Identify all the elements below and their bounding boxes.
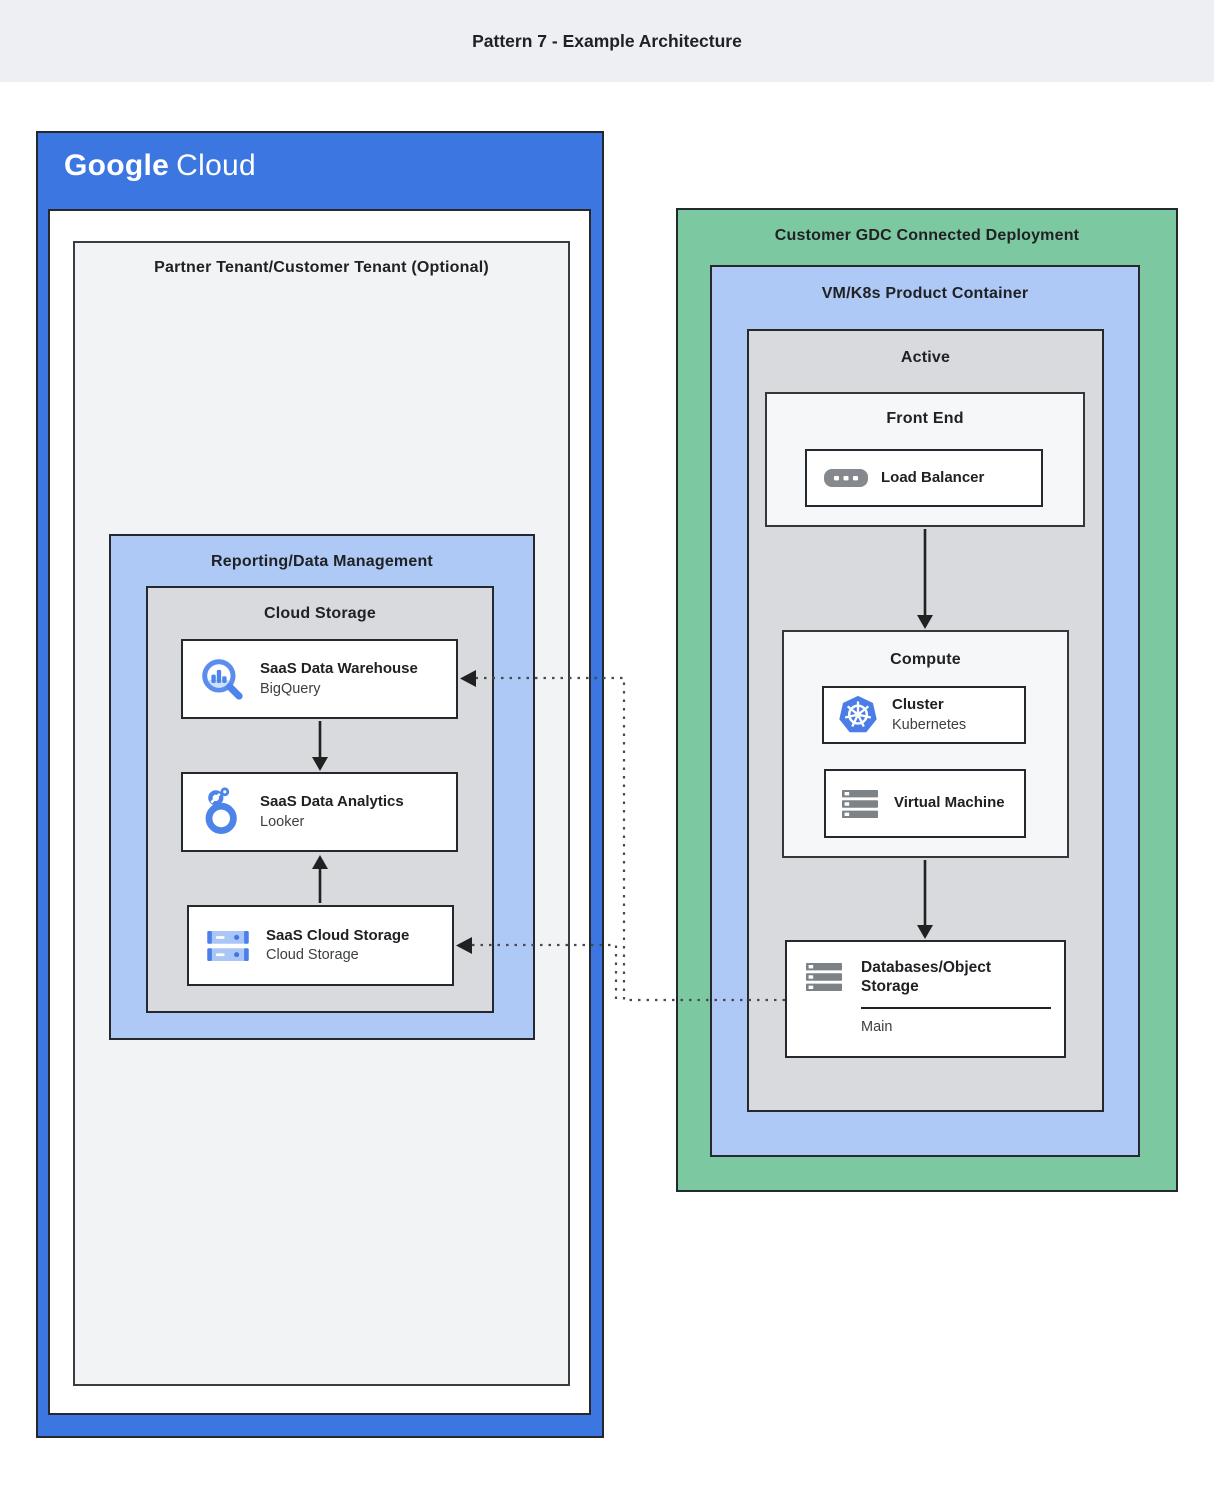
- looker-icon: [196, 786, 248, 838]
- vm-k8s-container-title: VM/K8s Product Container: [821, 285, 1029, 302]
- saas-data-analytics-card: SaaS Data Analytics Looker: [181, 772, 458, 852]
- saas-data-warehouse-card: SaaS Data Warehouse BigQuery: [181, 639, 458, 719]
- virtual-machine-icon: [836, 789, 884, 819]
- compute-title: Compute: [890, 651, 961, 668]
- load-balancer-card: Load Balancer: [805, 449, 1043, 507]
- cluster-subtitle: Kubernetes: [892, 716, 967, 733]
- active-title: Active: [900, 349, 951, 366]
- front-end-title: Front End: [886, 410, 964, 427]
- partner-tenant-title: Partner Tenant/Customer Tenant (Optional…: [154, 259, 489, 276]
- analytics-subtitle: Looker: [260, 813, 305, 830]
- bigquery-icon: [196, 654, 248, 704]
- saas-storage-title: SaaS Cloud Storage: [266, 926, 410, 944]
- saas-storage-subtitle: Cloud Storage: [266, 947, 359, 964]
- cluster-title: Cluster: [892, 696, 944, 714]
- cloud-storage-group-title: Cloud Storage: [264, 605, 376, 622]
- page-title: Pattern 7 - Example Architecture: [472, 30, 742, 51]
- saas-cloud-storage-card: SaaS Cloud Storage Cloud Storage: [187, 905, 454, 986]
- databases-object-storage-card: Databases/Object Storage Main: [785, 940, 1066, 1058]
- databases-title: Databases/Object Storage: [861, 959, 992, 996]
- gdc-title: Customer GDC Connected Deployment: [774, 227, 1080, 244]
- cloud-storage-icon: [202, 929, 254, 963]
- database-storage-icon: [803, 962, 845, 992]
- databases-main-label: Main: [861, 1018, 893, 1035]
- title-bar: Pattern 7 - Example Architecture: [0, 0, 1214, 82]
- virtual-machine-card: Virtual Machine: [824, 769, 1026, 838]
- vm-title: Virtual Machine: [894, 794, 1005, 812]
- reporting-title: Reporting/Data Management: [211, 553, 433, 570]
- warehouse-subtitle: BigQuery: [260, 680, 321, 697]
- warehouse-title: SaaS Data Warehouse: [260, 660, 418, 678]
- load-balancer-icon: [823, 469, 869, 487]
- kubernetes-icon: [834, 692, 882, 738]
- analytics-title: SaaS Data Analytics: [260, 793, 404, 811]
- cluster-card: Cluster Kubernetes: [822, 686, 1026, 744]
- databases-divider: [861, 1006, 1051, 1009]
- load-balancer-label: Load Balancer: [881, 468, 985, 486]
